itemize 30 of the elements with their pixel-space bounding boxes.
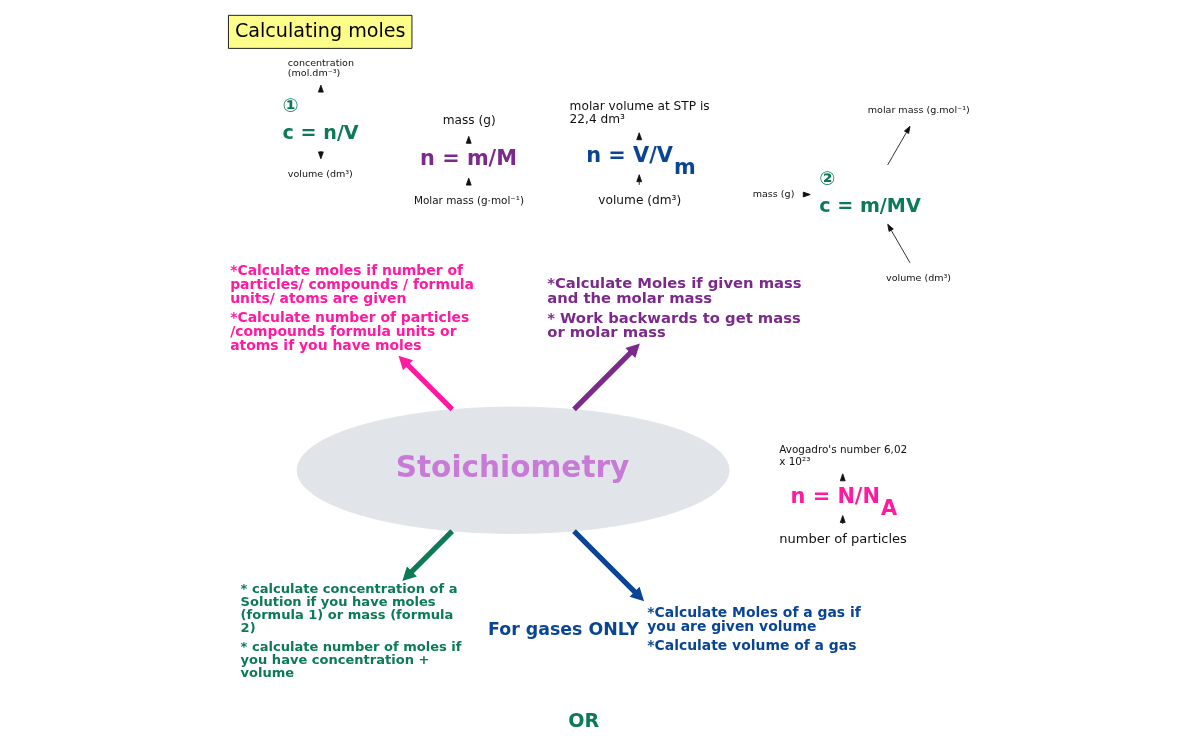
arrow xyxy=(635,174,642,186)
node-text: number of particles xyxy=(778,531,907,547)
node-text: molar volume at STP is 22,4 dm³ xyxy=(569,99,710,127)
node-label: For gases ONLY xyxy=(487,618,639,639)
node-text: *Calculate moles if number of particles/ compounds / formula units/ atoms are given *Calculate number of particles /compounds formula units or atoms if you have moles xyxy=(229,262,474,353)
node-text: *Calculate Moles if given mass and the molar mass * Work backwards to get mass or molar mass xyxy=(546,273,802,341)
node-text: volume (dm³) xyxy=(885,271,951,283)
node-text: volume (dm³) xyxy=(287,167,353,179)
arrow xyxy=(571,343,640,412)
node-text: ① c = n/V xyxy=(282,94,359,144)
node-text: volume (dm³) xyxy=(597,193,681,208)
diagram-title: Calculating moles xyxy=(234,18,406,42)
arrow xyxy=(886,125,910,166)
arrow xyxy=(401,529,454,581)
node-ellipse: Stoichiometry xyxy=(296,406,730,534)
arrow xyxy=(839,515,846,525)
label: OR xyxy=(567,708,599,732)
arrow xyxy=(886,223,910,264)
node-text: Avogadro's number 6,02 x 10²³ xyxy=(778,443,907,467)
node-text: * calculate concentration of a Solution if you have moles (formula 1) or mass (formula 2) * calculate number of moles if you have concentration + volume xyxy=(240,581,462,680)
node-text: molar mass (g.mol⁻¹) xyxy=(867,103,970,115)
node-text: n = m/M xyxy=(419,146,517,171)
node-text: ② c = m/MV xyxy=(818,167,921,217)
node-text: mass (g) xyxy=(442,113,496,128)
node-text: *Calculate Moles of a gas if you are given volume *Calculate volume of a gas xyxy=(646,604,861,654)
node-text: concentration (mol.dm⁻³) xyxy=(287,56,354,79)
arrow xyxy=(397,355,454,412)
node-text: mass (g) xyxy=(752,187,794,199)
node-text: Molar mass (g·mol⁻¹) xyxy=(413,193,524,206)
arrow xyxy=(571,529,644,602)
